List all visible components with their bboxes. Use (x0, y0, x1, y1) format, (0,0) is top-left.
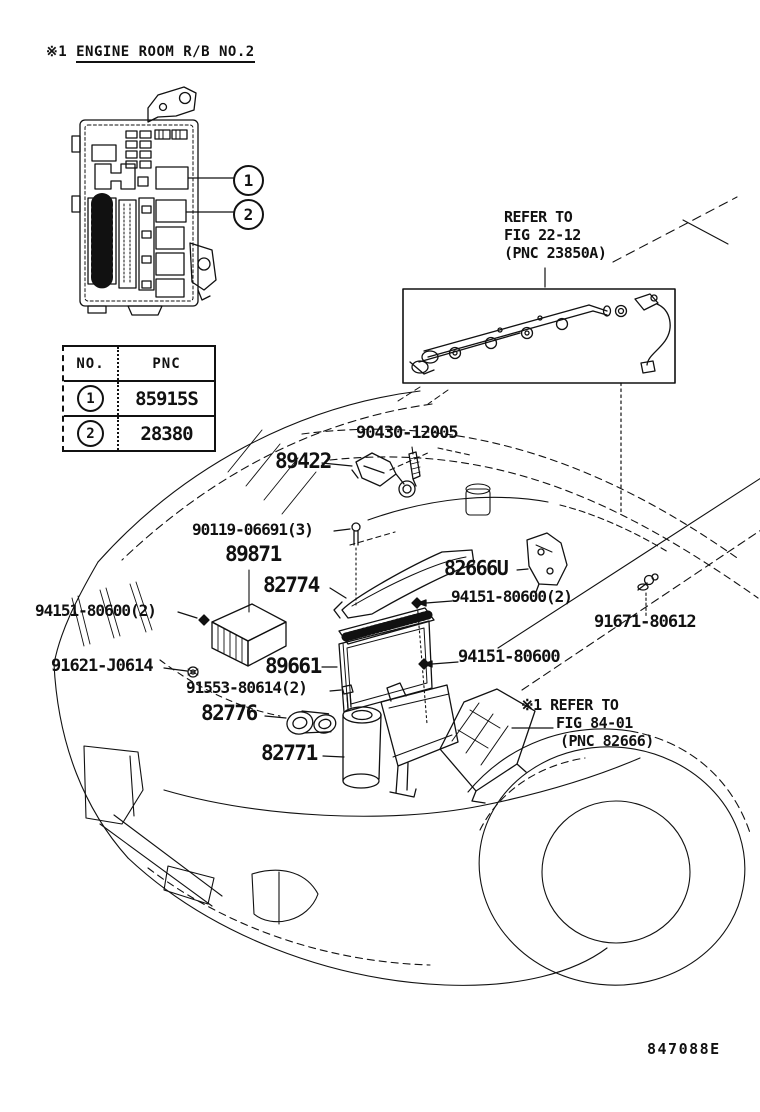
part-label-89422: 89422 (275, 449, 332, 473)
part-label-82771: 82771 (261, 741, 318, 765)
table-callout-2: 2 (77, 420, 104, 447)
table-pnc-85915s: 85915S (117, 382, 214, 415)
bolt-90119-drawing (333, 522, 361, 607)
callout-2-number: 2 (243, 205, 254, 224)
header-note: ※1 ENGINE ROOM R/B NO.2 (46, 44, 255, 63)
refer1-line2: FIG 22-12 (504, 226, 581, 244)
refer2-line3-wrap: (PNC 82666) (560, 732, 654, 750)
part-label-89661: 89661 (265, 654, 322, 678)
part-label-94151-80600-upper: 94151-80600(2) (451, 587, 573, 606)
callout-1-number: 1 (243, 171, 254, 190)
refer2-line2: FIG 84-01 (556, 714, 633, 732)
table-header-no: NO. (76, 355, 105, 372)
header-note-title: ENGINE ROOM R/B NO.2 (76, 44, 255, 63)
part-label-82666u: 82666U (444, 556, 509, 580)
grommet-82776-drawing (286, 710, 337, 735)
bracket-82771-drawing (322, 682, 459, 798)
callout-1-badge: 1 (233, 165, 264, 196)
part-label-91621-j0614: 91621-J0614 (51, 656, 154, 676)
part-label-89871: 89871 (225, 542, 282, 566)
pnc-table-header-row: NO. PNC (64, 347, 214, 380)
refer1-line3: (PNC 23850A) (504, 244, 607, 262)
refer-note-fig84-01: ※1 REFER TO (521, 696, 619, 714)
header-note-prefix: ※1 (46, 44, 68, 60)
table-row: 1 85915S (64, 380, 214, 415)
refer-note-fig22-12: REFER TO FIG 22-12 (PNC 23850A) (504, 208, 607, 262)
part-label-82774: 82774 (263, 573, 320, 597)
car-outline (53, 390, 760, 986)
bracket-82666u-drawing (516, 532, 568, 593)
refer2-prefix: ※1 (521, 696, 542, 714)
table-row: 2 28380 (64, 415, 214, 450)
part-label-91553-80614: 91553-80614(2) (186, 678, 308, 697)
ecu-89661-drawing (321, 597, 459, 725)
cover-82774-drawing (329, 549, 475, 619)
relay-89871-drawing (177, 569, 287, 667)
bracket-fig84-drawing (439, 688, 554, 804)
part-label-91671-80612: 91671-80612 (594, 612, 697, 632)
part-label-94151-80600-lower: 94151-80600 (458, 647, 561, 667)
table-callout-1: 1 (77, 385, 104, 412)
callout-2-badge: 2 (233, 199, 264, 230)
bolt-91553-drawing (329, 684, 354, 709)
part-label-94151-80600-left: 94151-80600(2) (35, 601, 157, 620)
bolt-91671-drawing (637, 573, 659, 618)
table-header-pnc: PNC (117, 347, 214, 380)
part-label-90430-12005: 90430-12005 (356, 423, 459, 443)
fusebox-drawing (71, 86, 234, 316)
refer2-line2-wrap: FIG 84-01 (556, 714, 633, 732)
pnc-table: NO. PNC 1 85915S 2 28380 (62, 345, 216, 452)
fuel-rail-drawing (402, 288, 676, 384)
refer2-line3: (PNC 82666) (560, 732, 654, 750)
sensor-89422-drawing (321, 446, 421, 498)
drawing-code: 847088E (647, 1040, 721, 1058)
part-label-82776: 82776 (201, 701, 258, 725)
part-label-90119-06691: 90119-06691(3) (192, 520, 314, 539)
refer2-line1: REFER TO (550, 696, 619, 714)
refer1-line1: REFER TO (504, 208, 573, 226)
bolt-91621-drawing (163, 666, 199, 678)
table-pnc-28380: 28380 (117, 417, 214, 450)
